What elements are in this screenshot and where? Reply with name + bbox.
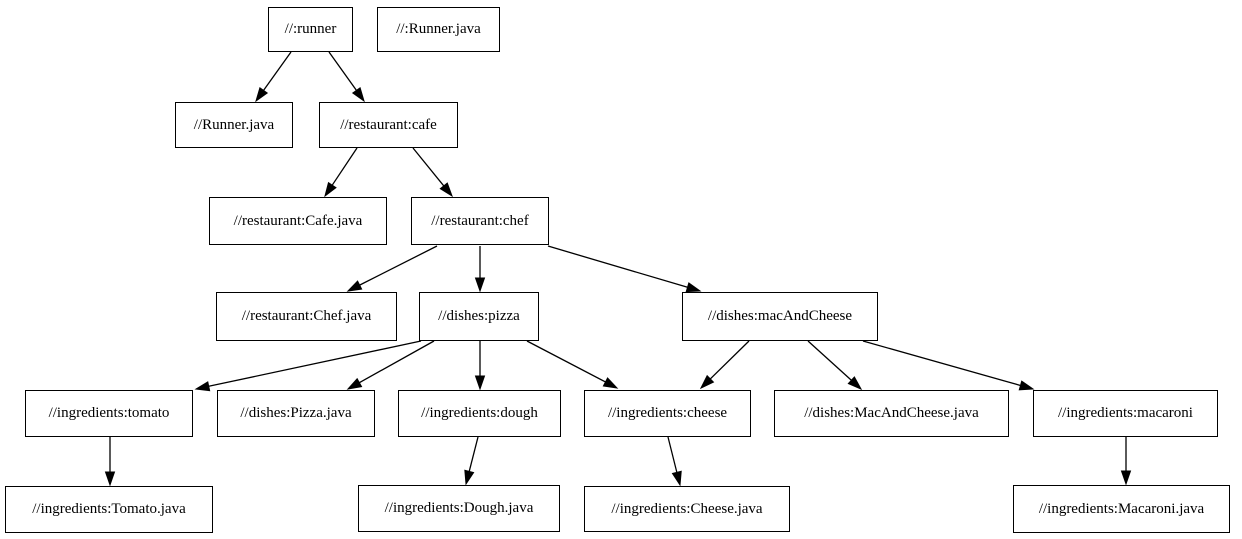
edge-pizza-to-pizza-java — [359, 340, 435, 384]
edge-mac-and-cheese-to-macaroni — [862, 340, 1021, 387]
edge-cafe-to-cafe-java — [331, 147, 358, 186]
arrowhead-pizza-to-dough — [474, 375, 486, 391]
node-label: //restaurant:chef — [431, 212, 529, 229]
node-label: //restaurant:Cafe.java — [233, 212, 363, 229]
arrowhead-cafe-to-chef — [439, 182, 453, 198]
edge-cheese-to-cheese-java — [667, 436, 678, 473]
edge-mac-and-cheese-to-mac-and-cheese-java — [807, 340, 852, 381]
node-runner-java: //Runner.java — [175, 102, 293, 148]
arrowhead-mac-and-cheese-to-macaroni — [1018, 380, 1035, 391]
arrowhead-pizza-to-pizza-java — [346, 377, 363, 390]
node-mac-and-cheese-java: //dishes:MacAndCheese.java — [774, 390, 1009, 437]
node-chef: //restaurant:chef — [411, 197, 549, 245]
node-label: //ingredients:cheese — [607, 405, 728, 421]
node-macaroni-java: //ingredients:Macaroni.java — [1013, 485, 1230, 533]
node-mac-and-cheese: //dishes:macAndCheese — [682, 292, 878, 341]
node-cheese: //ingredients:cheese — [584, 390, 751, 437]
arrowhead-mac-and-cheese-to-mac-and-cheese-java — [847, 376, 863, 391]
edge-runner-to-runner-java — [263, 51, 292, 91]
arrowhead-runner-to-runner-java — [255, 86, 269, 103]
arrowhead-pizza-to-cheese — [602, 377, 619, 389]
node-tomato: //ingredients:tomato — [25, 390, 193, 437]
arrowhead-chef-to-chef-java — [346, 280, 363, 292]
edge-cafe-to-chef — [412, 147, 445, 187]
arrowhead-cafe-to-cafe-java — [324, 181, 337, 198]
node-label: //restaurant:Chef.java — [241, 308, 372, 324]
node-cafe: //restaurant:cafe — [319, 102, 458, 148]
arrowhead-tomato-to-tomato-java — [104, 471, 116, 487]
node-label: //:runner — [284, 21, 337, 37]
edge-pizza-to-tomato — [208, 340, 422, 387]
arrowhead-cheese-to-cheese-java — [671, 470, 682, 487]
edge-mac-and-cheese-to-cheese — [709, 340, 750, 380]
node-runner: //:runner — [268, 7, 353, 52]
edge-dough-to-dough-java — [468, 436, 479, 472]
node-label: //ingredients:Tomato.java — [32, 501, 186, 517]
node-pizza: //dishes:pizza — [419, 292, 539, 341]
node-macaroni: //ingredients:macaroni — [1033, 390, 1218, 437]
arrowhead-chef-to-pizza — [474, 277, 486, 293]
node-label: //restaurant:cafe — [340, 116, 437, 133]
node-cafe-java: //restaurant:Cafe.java — [209, 197, 387, 245]
arrowhead-runner-to-cafe — [351, 86, 365, 103]
edge-chef-to-mac-and-cheese — [547, 245, 688, 288]
edge-runner-to-cafe — [328, 51, 357, 91]
node-tomato-java: //ingredients:Tomato.java — [5, 486, 213, 533]
node-label: //dishes:Pizza.java — [240, 405, 352, 421]
node-label: //ingredients:Cheese.java — [611, 500, 763, 517]
node-runner-java-root: //:Runner.java — [377, 7, 500, 52]
edge-pizza-to-cheese — [526, 340, 606, 383]
node-dough: //ingredients:dough — [398, 390, 561, 437]
node-pizza-java: //dishes:Pizza.java — [217, 390, 375, 437]
arrowhead-macaroni-to-macaroni-java — [1120, 470, 1132, 486]
arrowhead-mac-and-cheese-to-cheese — [699, 374, 715, 390]
node-label: //dishes:macAndCheese — [707, 308, 853, 324]
node-label: //:Runner.java — [396, 21, 481, 37]
node-label: //ingredients:dough — [421, 405, 538, 421]
node-label: //dishes:pizza — [438, 308, 520, 324]
arrowhead-pizza-to-tomato — [194, 381, 211, 392]
node-dough-java: //ingredients:Dough.java — [358, 485, 560, 532]
node-label: //Runner.java — [193, 116, 275, 133]
node-label: //dishes:MacAndCheese.java — [804, 405, 979, 421]
node-cheese-java: //ingredients:Cheese.java — [584, 486, 790, 532]
node-label: //ingredients:Dough.java — [384, 500, 534, 516]
arrowhead-chef-to-mac-and-cheese — [685, 282, 702, 293]
node-chef-java: //restaurant:Chef.java — [216, 292, 397, 341]
node-label: //ingredients:tomato — [48, 405, 170, 421]
node-label: //ingredients:Macaroni.java — [1038, 500, 1205, 517]
arrowhead-dough-to-dough-java — [464, 469, 475, 486]
node-label: //ingredients:macaroni — [1058, 405, 1193, 421]
edge-chef-to-chef-java — [359, 245, 438, 286]
